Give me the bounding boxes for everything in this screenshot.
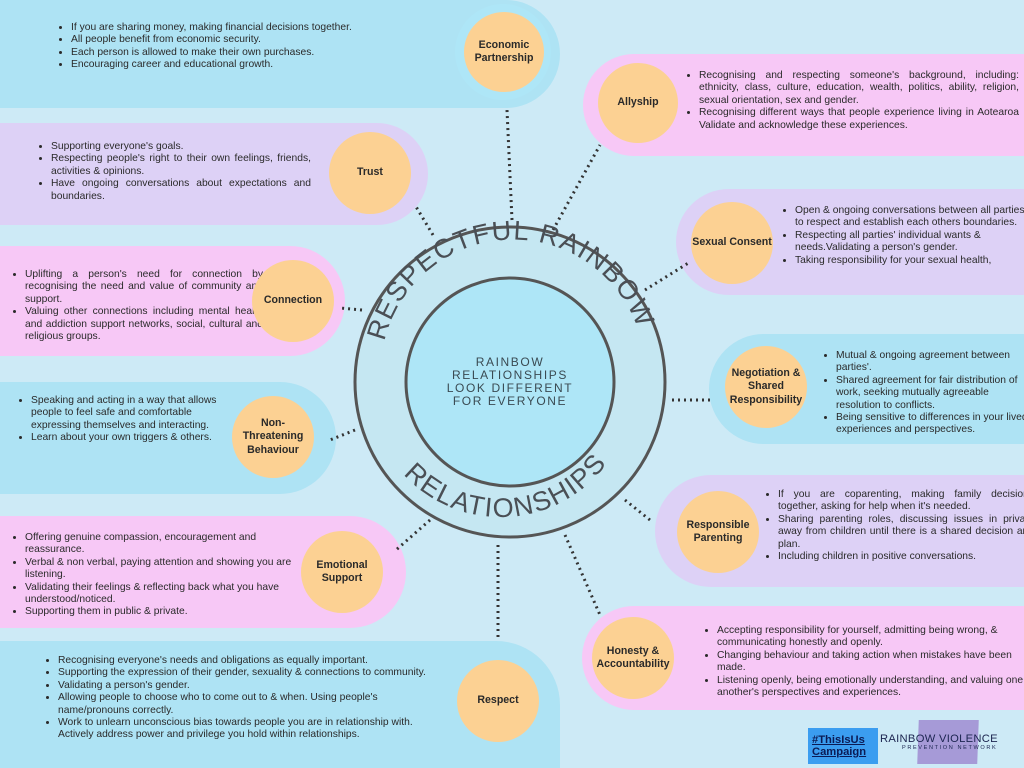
list-item: Open & ongoing conversations between all… bbox=[795, 205, 1024, 230]
center-line-2: RELATIONSHIPS bbox=[452, 368, 568, 382]
connector-allyship bbox=[551, 144, 602, 231]
parenting-title: Responsible Parenting bbox=[677, 491, 759, 573]
list-item: Each person is allowed to make their own… bbox=[71, 47, 431, 59]
allyship-points: Recognising and respecting someone's bac… bbox=[685, 70, 1019, 132]
list-item: Validating a person's gender. bbox=[58, 680, 436, 692]
list-item: Offering genuine compassion, encourageme… bbox=[25, 532, 307, 557]
center-line-1: RAINBOW bbox=[475, 355, 545, 369]
economic-points: If you are sharing money, making financi… bbox=[57, 22, 431, 72]
brand-name: RAINBOW VIOLENCE bbox=[880, 733, 998, 745]
economic-title: Economic Partnership bbox=[464, 12, 544, 92]
list-item: Mutual & ongoing agreement between parti… bbox=[836, 350, 1024, 375]
connector-emotional bbox=[395, 518, 431, 552]
emotional-title: Emotional Support bbox=[301, 531, 383, 613]
list-item: Learn about your own triggers & others. bbox=[31, 432, 231, 444]
brand-logo: RAINBOW VIOLENCE PREVENTION NETWORK bbox=[880, 720, 1024, 764]
connection-title: Connection bbox=[252, 260, 334, 342]
list-item: Supporting the expression of their gende… bbox=[58, 667, 436, 679]
list-item: Listening openly, being emotionally unde… bbox=[717, 675, 1024, 700]
list-item: Respecting people's right to their own f… bbox=[51, 153, 311, 178]
connector-consent bbox=[644, 260, 691, 292]
connector-parenting bbox=[624, 498, 651, 522]
negotiation-title: Negotiation & Shared Responsibility bbox=[725, 346, 807, 428]
list-item: If you are sharing money, making financi… bbox=[71, 22, 431, 34]
center-line-3: LOOK DIFFERENT bbox=[446, 381, 574, 395]
respect-title: Respect bbox=[457, 660, 539, 742]
list-item: Recognising different ways that people e… bbox=[699, 107, 1019, 132]
connection-points: Uplifting a person's need for connection… bbox=[11, 269, 263, 343]
inner-ring bbox=[404, 276, 616, 488]
consent-points: Open & ongoing conversations between all… bbox=[781, 205, 1024, 267]
connector-nonthreat bbox=[329, 428, 356, 442]
campaign-line-2: Campaign bbox=[812, 746, 867, 758]
brand-subtitle: PREVENTION NETWORK bbox=[902, 745, 998, 751]
list-item: All people benefit from economic securit… bbox=[71, 34, 431, 46]
campaign-logo: #ThisIsUs Campaign bbox=[808, 728, 878, 764]
list-item: Sharing parenting roles, discussing issu… bbox=[778, 514, 1024, 551]
parenting-points: If you are coparenting, making family de… bbox=[764, 489, 1024, 563]
emotional-points: Offering genuine compassion, encourageme… bbox=[11, 532, 307, 619]
list-item: Recognising and respecting someone's bac… bbox=[699, 70, 1019, 107]
nonthreat-title: Non-Threatening Behaviour bbox=[232, 396, 314, 478]
list-item: Being sensitive to differences in your l… bbox=[836, 412, 1024, 437]
list-item: Uplifting a person's need for connection… bbox=[25, 269, 263, 306]
list-item: Verbal & non verbal, paying attention an… bbox=[25, 557, 307, 582]
list-item: Supporting them in public & private. bbox=[25, 606, 307, 618]
negotiation-points: Mutual & ongoing agreement between parti… bbox=[822, 350, 1024, 437]
allyship-title: Allyship bbox=[598, 63, 678, 143]
trust-title: Trust bbox=[329, 132, 411, 214]
list-item: Validating their feelings & reflecting b… bbox=[25, 582, 307, 607]
list-item: Have ongoing conversations about expecta… bbox=[51, 178, 311, 203]
list-item: Changing behaviour and taking action whe… bbox=[717, 650, 1024, 675]
connector-economic bbox=[505, 109, 514, 221]
list-item: Recognising everyone's needs and obligat… bbox=[58, 655, 436, 667]
list-item: Work to unlearn unconscious bias towards… bbox=[58, 717, 436, 742]
honesty-title: Honesty & Accountability bbox=[592, 617, 674, 699]
connector-trust bbox=[413, 204, 435, 236]
list-item: Respecting all parties' individual wants… bbox=[795, 230, 1024, 255]
list-item: Supporting everyone's goals. bbox=[51, 141, 311, 153]
campaign-line-1: #ThisIsUs bbox=[812, 734, 865, 746]
trust-points: Supporting everyone's goals. Respecting … bbox=[37, 141, 311, 203]
list-item: Taking responsibility for your sexual he… bbox=[795, 255, 1024, 267]
connector-honesty bbox=[563, 534, 602, 616]
list-item: Encouraging career and educational growt… bbox=[71, 59, 431, 71]
list-item: Accepting responsibility for yourself, a… bbox=[717, 625, 1024, 650]
list-item: Shared agreement for fair distribution o… bbox=[836, 375, 1024, 412]
consent-title: Sexual Consent bbox=[691, 202, 773, 284]
list-item: Valuing other connections including ment… bbox=[25, 306, 263, 343]
center-line-4: FOR EVERYONE bbox=[452, 394, 568, 408]
list-item: Speaking and acting in a way that allows… bbox=[31, 395, 231, 432]
list-item: If you are coparenting, making family de… bbox=[778, 489, 1024, 514]
list-item: Including children in positive conversat… bbox=[778, 551, 1024, 563]
honesty-points: Accepting responsibility for yourself, a… bbox=[703, 625, 1024, 699]
list-item: Allowing people to choose who to come ou… bbox=[58, 692, 436, 717]
center-statement: RAINBOW RELATIONSHIPS LOOK DIFFERENT FOR… bbox=[420, 356, 600, 408]
respect-points: Recognising everyone's needs and obligat… bbox=[44, 655, 436, 742]
nonthreat-points: Speaking and acting in a way that allows… bbox=[17, 395, 231, 445]
connector-connection bbox=[339, 306, 363, 312]
